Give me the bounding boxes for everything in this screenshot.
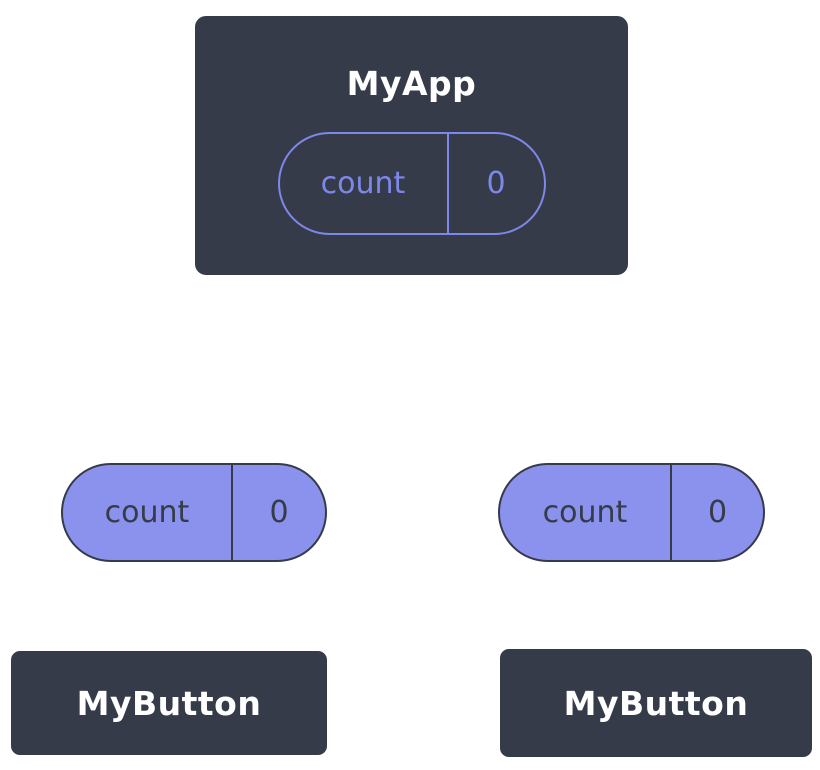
right-child-component-node: MyButton: [497, 646, 815, 760]
arrow-left-head-icon: [177, 618, 211, 642]
root-state-label: count: [280, 134, 449, 233]
root-component-title: MyApp: [346, 64, 477, 103]
right-prop-pill: count 0: [498, 463, 765, 562]
left-child-component-title: MyButton: [76, 683, 262, 723]
left-prop-label: count: [63, 465, 233, 560]
left-prop-pill: count 0: [61, 463, 327, 562]
arrow-right-head-icon: [614, 618, 649, 642]
left-prop-value: 0: [269, 495, 289, 530]
left-child-component-node: MyButton: [8, 648, 330, 758]
root-component-node: MyApp count 0: [192, 13, 631, 278]
right-prop-value: 0: [707, 495, 728, 530]
connector-root-to-right-child: [409, 275, 634, 466]
right-child-component-title: MyButton: [563, 683, 749, 723]
root-state-value: 0: [486, 166, 506, 201]
connector-root-to-left-child: [191, 275, 414, 466]
root-state-pill: count 0: [277, 132, 546, 235]
right-prop-label: count: [500, 465, 672, 560]
